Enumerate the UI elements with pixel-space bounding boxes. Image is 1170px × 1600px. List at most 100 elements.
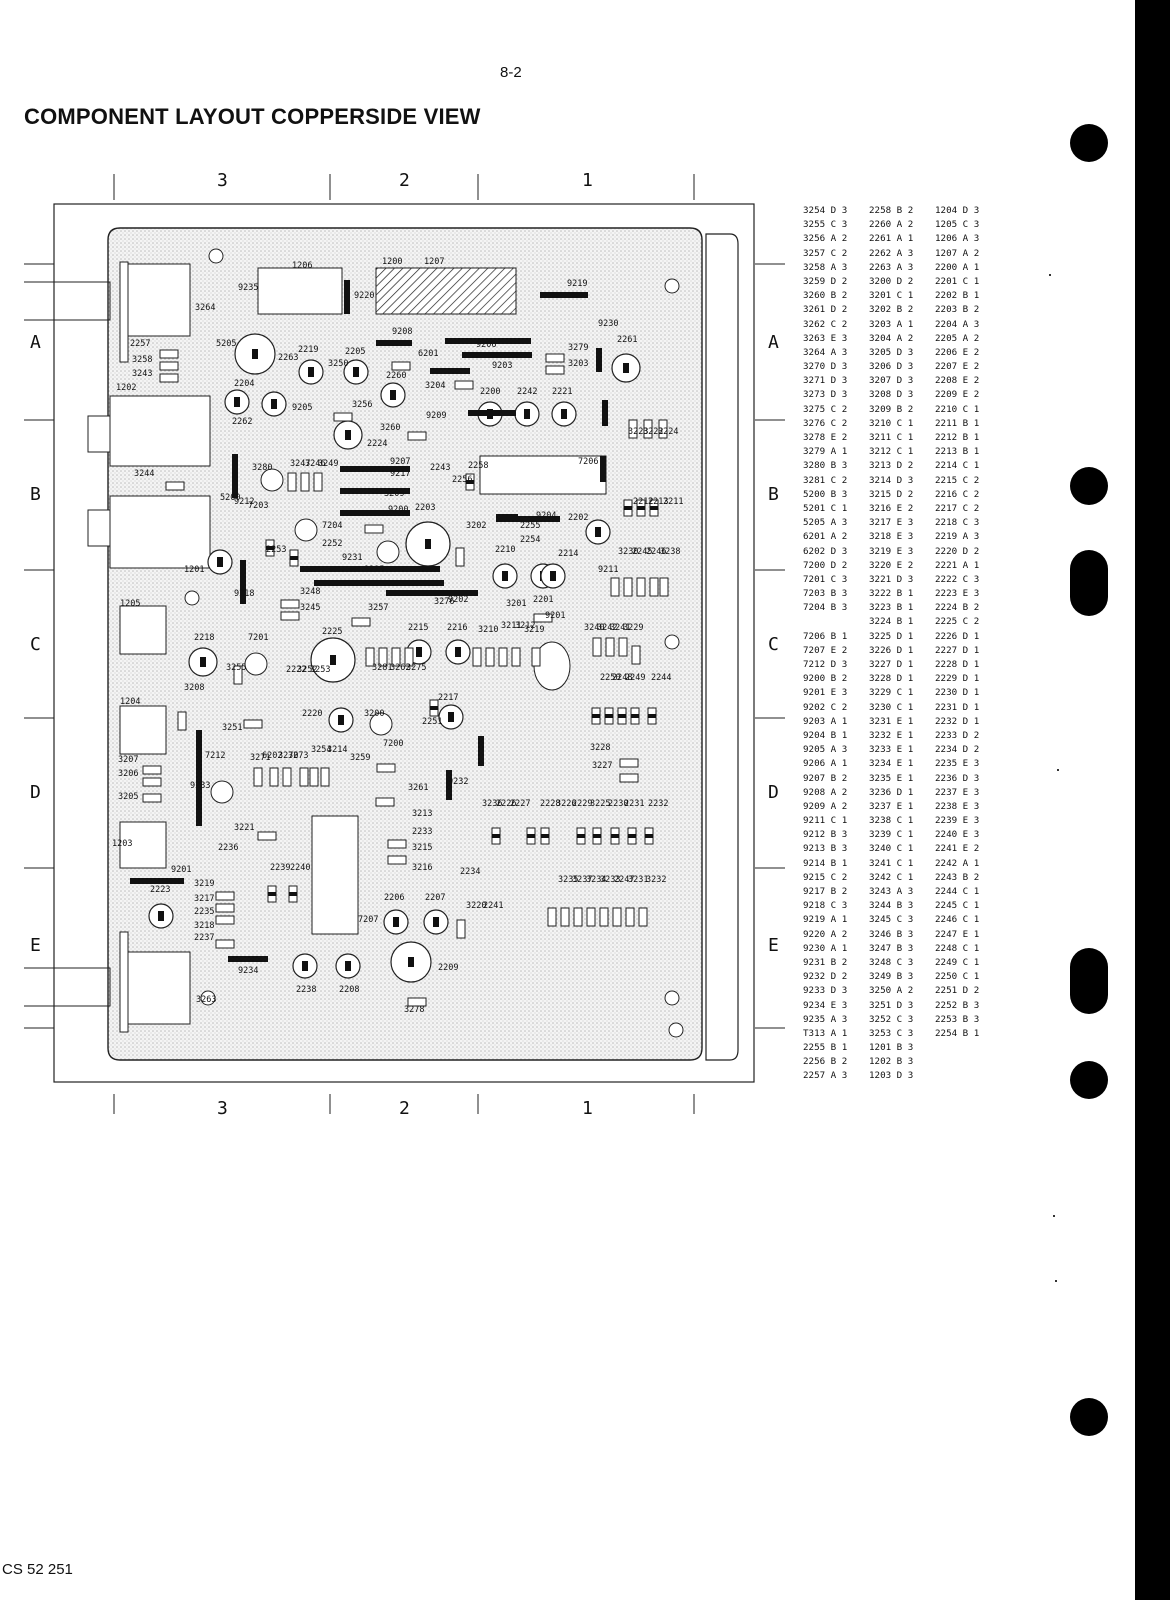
jack-block — [119, 821, 167, 869]
cross-reference-entry: 2202 B 1 — [935, 290, 980, 302]
cross-reference-entry: 2222 C 3 — [935, 573, 980, 585]
grid-row-label: A — [30, 332, 41, 353]
cross-reference-entry: 2228 D 1 — [935, 659, 980, 670]
resistor — [658, 419, 668, 439]
cross-reference-entry: 3249 B 3 — [869, 971, 914, 983]
grid-column-label: 3 — [217, 1098, 228, 1119]
chip-capacitor — [618, 714, 626, 718]
resistor — [636, 577, 646, 597]
electrolytic-capacitor — [455, 647, 461, 657]
cross-reference-entry: 2230 D 1 — [935, 687, 980, 699]
component-reference-label: 9212 — [234, 497, 254, 507]
component-reference-label: 3213 — [412, 809, 432, 819]
electrolytic-capacitor — [433, 917, 439, 927]
jumper-wire — [240, 560, 246, 604]
cross-reference-entry: 2203 B 2 — [935, 304, 980, 316]
component-reference-label: 6201 — [418, 349, 438, 359]
resistor — [365, 647, 375, 667]
component-reference-label: 3210 — [478, 625, 498, 635]
component-reference-label: 2205 — [345, 347, 365, 357]
component-reference-label: 9205 — [292, 403, 312, 413]
cross-reference-entry: 2208 E 2 — [935, 375, 980, 387]
cross-reference-entry: 2226 D 1 — [935, 630, 980, 642]
chip-capacitor — [430, 706, 438, 710]
relay-block — [375, 267, 517, 315]
connector-outline — [87, 509, 111, 547]
grid-column-label: 2 — [399, 1098, 410, 1119]
cross-reference-entry: 2253 B 3 — [935, 1013, 980, 1025]
component-reference-label: 3228 — [590, 743, 610, 753]
board-copper-area — [107, 227, 703, 1061]
chip-capacitor — [266, 546, 274, 550]
component-reference-label: 3240 — [584, 623, 604, 633]
component-reference-label: 1206 — [292, 261, 312, 271]
cross-reference-entry: 2201 C 1 — [935, 275, 980, 287]
component-reference-label: 2255 — [520, 521, 540, 531]
component-reference-label: 2247 — [614, 875, 634, 885]
component-reference-label: 3280 — [252, 463, 272, 473]
cross-reference-entry: 2248 C 1 — [935, 942, 980, 954]
cross-reference-entry — [803, 615, 847, 629]
cross-reference-entry: 2225 C 2 — [935, 616, 980, 628]
jumper-wire — [344, 280, 350, 314]
component-reference-label: 2235 — [194, 907, 214, 917]
cross-reference-entry: 2240 E 3 — [935, 829, 980, 841]
cross-reference-entry: 9213 B 3 — [803, 843, 848, 855]
cross-reference-entry: 3275 C 2 — [803, 403, 848, 415]
cross-reference-entry: 9208 A 2 — [803, 786, 848, 798]
component-reference-label: 3232 — [646, 875, 666, 885]
component-reference-label: 9203 — [492, 361, 512, 371]
component-reference-label: 2251 — [422, 717, 442, 727]
cross-reference-entry: 2205 A 2 — [935, 332, 980, 344]
chip-capacitor — [593, 834, 601, 838]
component-reference-label: 9218 — [234, 589, 254, 599]
cross-reference-entry: 3206 D 3 — [869, 361, 914, 373]
component-reference-label: 3257 — [368, 603, 388, 613]
component-reference-label: 9201 — [171, 865, 191, 875]
component-reference-label: 3236 — [482, 799, 502, 809]
cross-reference-entry: 3205 D 3 — [869, 346, 914, 358]
component-reference-label: 3255 — [226, 663, 246, 673]
speck — [1049, 274, 1051, 276]
cross-reference-entry: 3271 D 3 — [803, 375, 848, 387]
grid-row-label: A — [768, 332, 779, 353]
component-reference-label: 3279 — [568, 343, 588, 353]
component-reference-label: 3206 — [118, 769, 138, 779]
component-reference-label: 3278 — [404, 1005, 424, 1015]
cross-reference-entry: 3227 D 1 — [869, 659, 914, 670]
binder-hole — [1070, 550, 1108, 616]
resistor — [456, 919, 466, 939]
component-reference-label: 2229 — [572, 799, 592, 809]
cross-reference-entry: 3211 C 1 — [869, 432, 914, 443]
component-reference-label: 2245 — [632, 547, 652, 557]
component-reference-label: 5205 — [216, 339, 236, 349]
component-reference-label: 2252 — [322, 539, 342, 549]
resistor — [454, 380, 474, 390]
component-reference-label: 2246 — [646, 547, 666, 557]
cross-reference-entry: 3213 D 2 — [869, 460, 914, 472]
cross-reference-entry: 9231 B 2 — [803, 956, 848, 968]
jack-block — [119, 605, 167, 655]
chip-capacitor — [637, 506, 645, 510]
component-reference-label: 3215 — [412, 843, 432, 853]
component-reference-label: 3200 — [364, 709, 384, 719]
resistor — [498, 647, 508, 667]
component-reference-label: 2214 — [558, 549, 578, 559]
grid-column-label: 2 — [399, 170, 410, 191]
jumper-wire — [602, 400, 608, 426]
cross-reference-entry: 2263 A 3 — [869, 261, 914, 273]
jumper-wire — [540, 292, 588, 298]
resistor — [215, 903, 235, 913]
page-number: 8-2 — [500, 64, 522, 81]
jumper-wire — [228, 956, 268, 962]
resistor — [455, 547, 465, 567]
component-reference-label: 3234 — [586, 875, 606, 885]
component-reference-label: 2256 — [452, 475, 472, 485]
component-reference-label: 3254 — [311, 745, 331, 755]
component-reference-label: 3243 — [132, 369, 152, 379]
cross-reference-entry: 3248 C 3 — [869, 956, 914, 968]
component-reference-label: 3241 — [610, 623, 630, 633]
connector-outline — [119, 931, 129, 1033]
cross-reference-entry: 2204 A 3 — [935, 318, 980, 330]
transistor — [244, 652, 268, 676]
